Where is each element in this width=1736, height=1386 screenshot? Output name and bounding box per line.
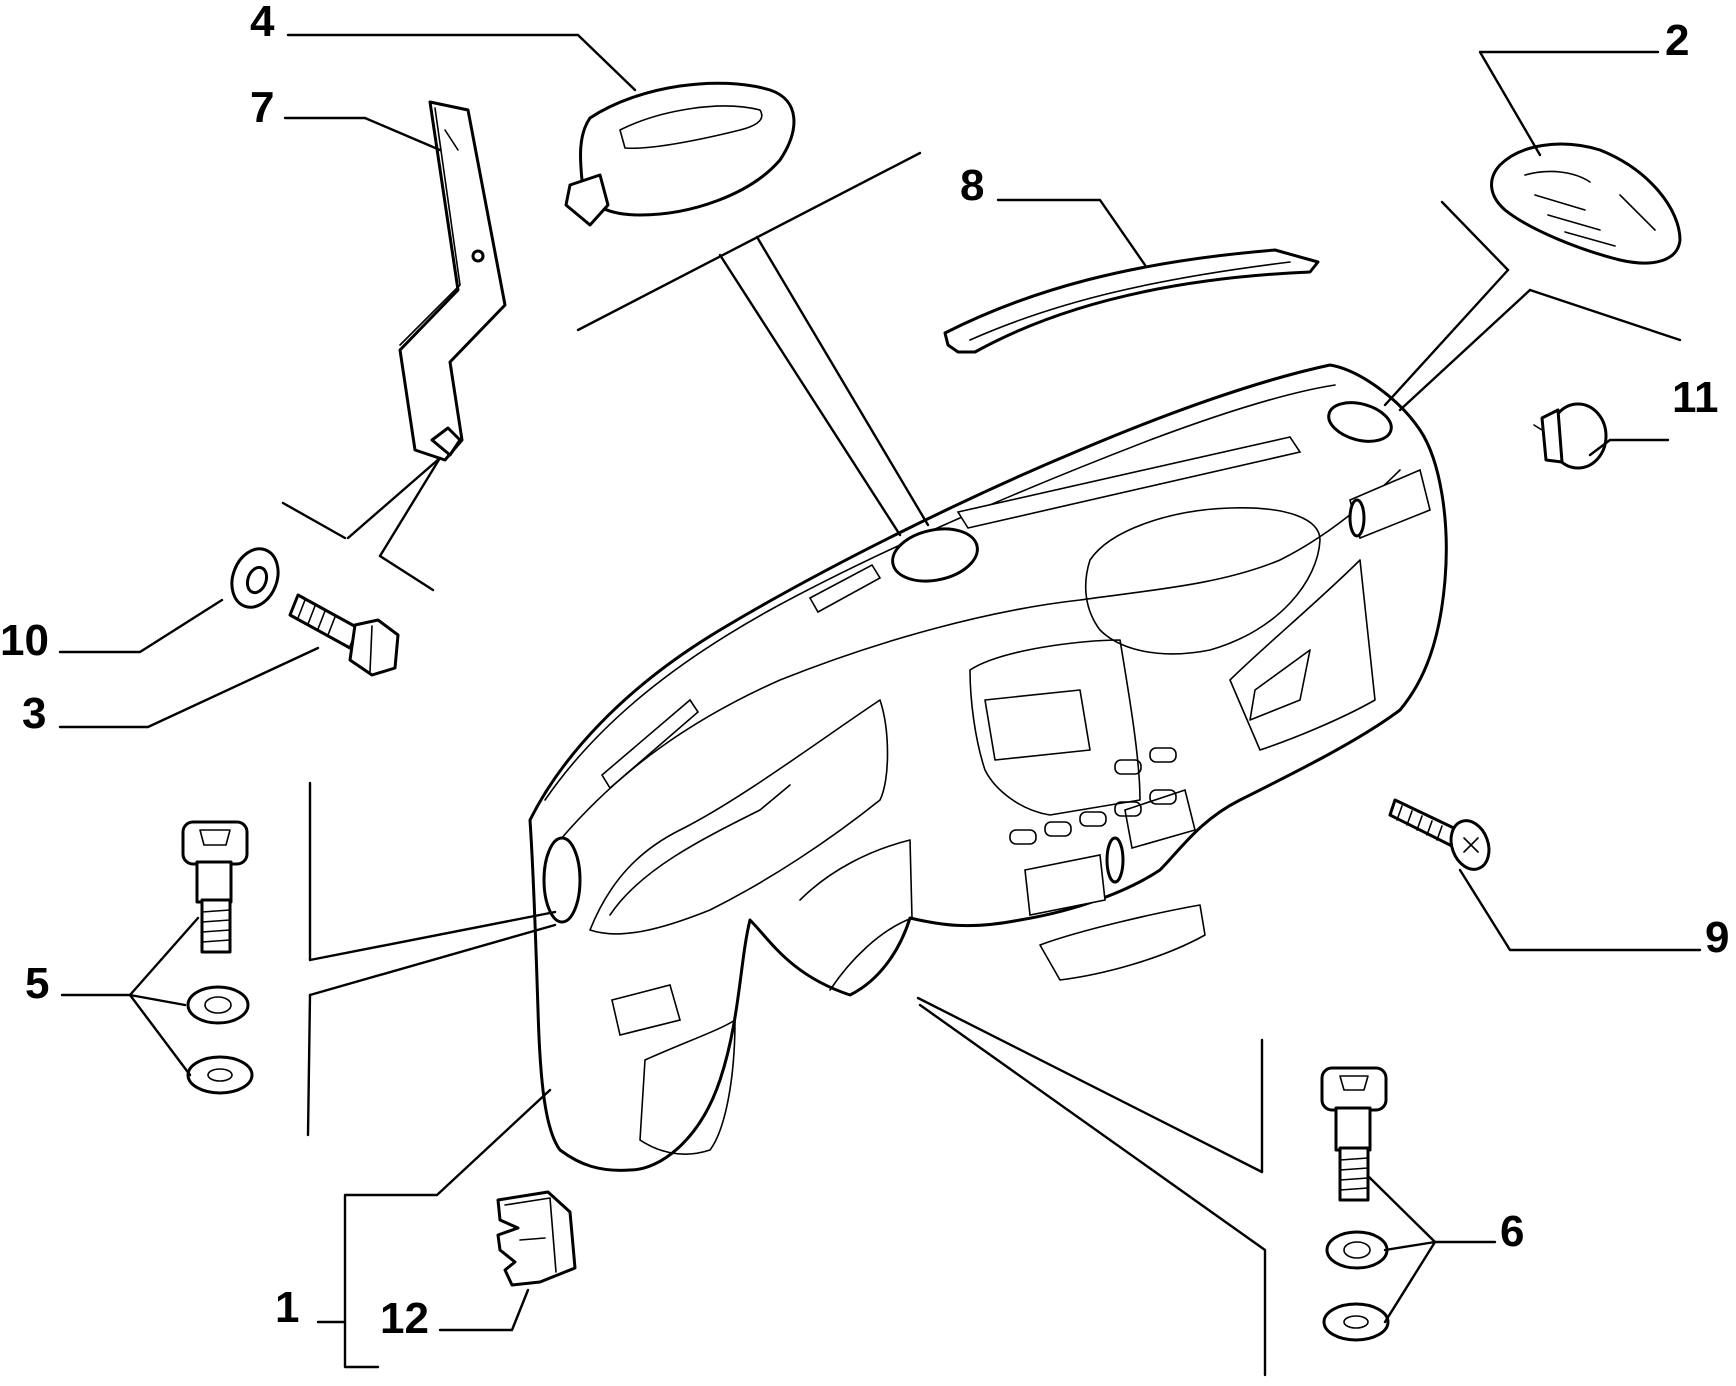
windscreen-trim-strip	[943, 248, 1320, 354]
washer-part-10	[230, 547, 280, 609]
callout-1: 1	[275, 1283, 299, 1332]
callout-7: 7	[250, 83, 274, 132]
bolt-set-part-6	[1320, 1066, 1390, 1342]
retaining-clip-part-12	[496, 1190, 577, 1287]
callout-5: 5	[25, 959, 49, 1008]
screw-part-9	[1388, 798, 1491, 871]
callout-11: 11	[1672, 373, 1719, 422]
speaker-grille-cover-right	[1490, 142, 1682, 265]
cover-plug	[1533, 402, 1608, 470]
callout-4: 4	[250, 0, 275, 46]
dashboard-panel	[528, 363, 1448, 1172]
callout-3: 3	[22, 689, 46, 738]
bolt-set-part-5	[181, 820, 254, 1095]
callout-12: 12	[380, 1294, 429, 1343]
callout-9: 9	[1705, 913, 1729, 962]
callout-labels: 1 2 3 4 5 6 7 8 9 10 11 12	[0, 0, 1729, 1343]
speaker-grille-cover-center	[564, 81, 796, 227]
callout-6: 6	[1500, 1207, 1524, 1256]
callout-2: 2	[1665, 16, 1689, 65]
callout-8: 8	[960, 161, 984, 210]
hex-bolt-part-3	[288, 593, 400, 677]
callout-10: 10	[0, 616, 49, 665]
mounting-bracket	[398, 100, 507, 462]
leader-lines	[58, 33, 1702, 1377]
